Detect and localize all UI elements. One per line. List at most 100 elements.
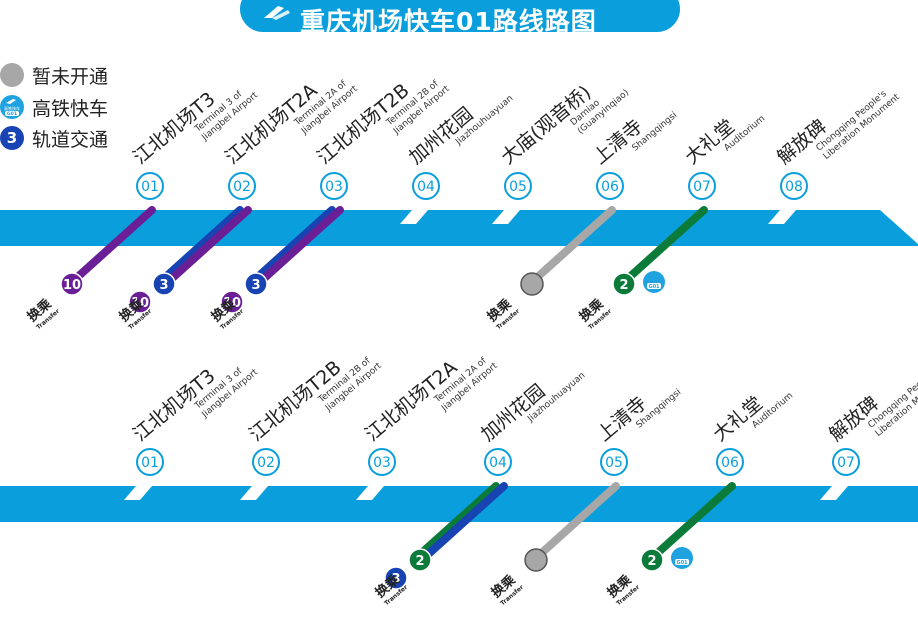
station-number-circle bbox=[252, 448, 280, 476]
station-notch bbox=[400, 210, 428, 224]
title-banner bbox=[240, 0, 680, 32]
rail-line-number: 10 bbox=[63, 278, 81, 293]
station-number-circle bbox=[136, 448, 164, 476]
station-number: 03 bbox=[373, 455, 391, 471]
legend-not-open: 暂未开通 bbox=[0, 61, 108, 89]
station-number-circle bbox=[716, 448, 744, 476]
station-number: 01 bbox=[141, 455, 159, 471]
rail-line-badge-icon: 3 bbox=[0, 126, 24, 150]
station-notch bbox=[768, 210, 796, 224]
station-notch bbox=[820, 486, 848, 500]
page-title: 重庆机场快车01路线路图 bbox=[300, 7, 597, 36]
transfer-line-gray bbox=[532, 482, 620, 562]
legend-hsr: 高铁快车 G01 高铁快车 bbox=[0, 93, 108, 121]
station-number-circle bbox=[368, 448, 396, 476]
station-notch bbox=[492, 210, 520, 224]
rail-line-number: 10 bbox=[131, 296, 149, 311]
transfer-line-2 bbox=[648, 482, 736, 562]
hsr-badge-code: G01 bbox=[7, 111, 17, 117]
hsr-badge-top: 高铁快车 bbox=[4, 105, 20, 111]
transfer-line-2 bbox=[412, 482, 500, 562]
legend-label: 暂未开通 bbox=[32, 65, 109, 88]
hsr-badge-plate bbox=[675, 559, 689, 565]
station-notch bbox=[356, 486, 384, 500]
station-number: 03 bbox=[325, 179, 343, 195]
rail-line-badge-icon bbox=[152, 272, 176, 296]
station-number: 07 bbox=[693, 179, 711, 195]
transfer-line-10 bbox=[164, 206, 252, 286]
station-number-circle bbox=[320, 172, 348, 200]
station-name-en-2: Liberation Monument bbox=[822, 92, 903, 162]
station-label: 大庙(观音桥)Damiao(Guanyinqiao) bbox=[497, 81, 631, 168]
station-number-circle bbox=[412, 172, 440, 200]
station-number-circle bbox=[228, 172, 256, 200]
hsr-badge-plate bbox=[647, 283, 661, 289]
rail-line-number: 3 bbox=[391, 572, 400, 587]
station-number-circle bbox=[688, 172, 716, 200]
rail-line-badge-icon bbox=[128, 290, 152, 314]
transfer-line-10 bbox=[256, 206, 344, 286]
station-number-circle bbox=[136, 172, 164, 200]
transfer-line-3 bbox=[156, 206, 244, 286]
station-number: 02 bbox=[233, 179, 251, 195]
transfer-line-3 bbox=[420, 482, 508, 562]
route-band bbox=[0, 486, 918, 522]
rail-line-number: 2 bbox=[619, 278, 628, 293]
station-number: 05 bbox=[509, 179, 527, 195]
station-number: 06 bbox=[721, 455, 739, 471]
rail-line-badge-icon bbox=[640, 548, 664, 572]
station-notch bbox=[124, 486, 152, 500]
station-number: 04 bbox=[489, 455, 507, 471]
hsr-badge-code: G01 bbox=[676, 560, 688, 566]
legend-rail: 3 轨道交通 bbox=[0, 124, 108, 152]
transfer-line-2 bbox=[620, 206, 708, 286]
station-number: 04 bbox=[417, 179, 435, 195]
rail-line-badge-icon bbox=[408, 548, 432, 572]
legend-label: 轨道交通 bbox=[32, 128, 109, 151]
not-open-circle-icon bbox=[524, 548, 548, 572]
rail-line-badge-icon bbox=[244, 272, 268, 296]
hsr-badge-icon: 高铁快车 G01 bbox=[0, 95, 24, 119]
legend-label: 高铁快车 bbox=[32, 97, 109, 120]
station-number-circle bbox=[504, 172, 532, 200]
station-notch bbox=[240, 486, 268, 500]
transfer-line-gray bbox=[528, 206, 616, 286]
station-number-circle bbox=[484, 448, 512, 476]
station-name-en: Chongqing People's bbox=[815, 89, 889, 154]
station-number-circle bbox=[832, 448, 860, 476]
rail-line-badge-icon bbox=[612, 272, 636, 296]
station-number-circle bbox=[780, 172, 808, 200]
rail-line-badge-icon bbox=[384, 566, 408, 590]
rail-line-badge-icon bbox=[220, 290, 244, 314]
rail-line-number: 10 bbox=[223, 296, 241, 311]
transfer-line-3 bbox=[248, 206, 336, 286]
station-number: 02 bbox=[257, 455, 275, 471]
station-number: 06 bbox=[601, 179, 619, 195]
rail-line-number: 2 bbox=[647, 554, 656, 569]
airport-express-logo-icon bbox=[264, 6, 290, 20]
station-number-circle bbox=[596, 172, 624, 200]
station-number: 05 bbox=[605, 455, 623, 471]
rail-line-number: 3 bbox=[251, 278, 260, 293]
rail-line-badge-icon bbox=[60, 272, 84, 296]
station-number-circle bbox=[600, 448, 628, 476]
